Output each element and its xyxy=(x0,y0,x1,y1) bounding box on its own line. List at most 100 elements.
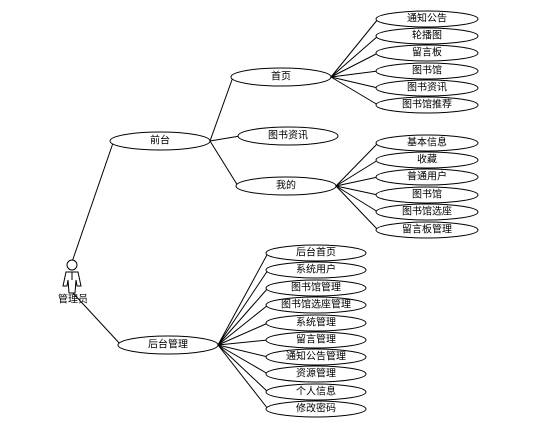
usecase-backend-2: 图书馆管理 xyxy=(265,279,367,297)
nodes-layer: 前台后台管理首页图书资讯我的通知公告轮播图留言板图书馆图书资讯图书馆推荐基本信息… xyxy=(109,10,479,418)
usecase-backend-9-label: 修改密码 xyxy=(296,402,336,415)
usecase-home-2: 留言板 xyxy=(375,44,479,62)
edge-frontend-1 xyxy=(209,135,241,142)
edge-home-4 xyxy=(330,76,379,89)
usecase-backend-2-shape xyxy=(265,279,367,297)
usecase-backend-1-label: 系统用户 xyxy=(296,263,336,276)
usecase-mine-1-label: 收藏 xyxy=(417,153,437,166)
usecase-backend-label: 后台管理 xyxy=(148,338,188,351)
edge-home-1 xyxy=(330,35,379,78)
usecase-mine-5-shape xyxy=(375,221,479,239)
usecase-backend-3-label: 图书馆选座管理 xyxy=(281,298,351,311)
usecase-mine-3: 图书馆 xyxy=(375,186,479,204)
usecase-backend-5-shape xyxy=(265,331,367,349)
usecase-home-0-shape xyxy=(375,10,479,28)
usecase-mine-0: 基本信息 xyxy=(375,134,479,152)
usecase-frontend: 前台 xyxy=(109,131,211,151)
usecase-backend-7-label: 资源管理 xyxy=(296,367,336,380)
edge-frontend-0 xyxy=(209,76,234,142)
edge-backend-3 xyxy=(217,304,269,346)
usecase-frontend-1-label: 图书资讯 xyxy=(268,130,308,142)
edge-home-3 xyxy=(330,70,379,78)
usecase-mine-1-shape xyxy=(375,151,479,169)
usecase-backend-1: 系统用户 xyxy=(265,261,367,279)
usecase-backend-3: 图书馆选座管理 xyxy=(265,296,367,314)
usecase-frontend-0: 首页 xyxy=(230,67,332,87)
edge-backend-7 xyxy=(217,344,269,375)
usecase-home-2-shape xyxy=(375,44,479,62)
usecase-mine-2-shape xyxy=(375,168,479,186)
usecase-backend-6-label: 通知公告管理 xyxy=(286,350,346,363)
usecase-backend: 后台管理 xyxy=(117,335,219,355)
usecase-frontend-1: 图书资讯 xyxy=(237,126,339,146)
usecase-backend-6-shape xyxy=(265,348,367,366)
edge-backend-5 xyxy=(217,339,269,346)
usecase-backend-4: 系统管理 xyxy=(265,314,367,332)
edge-backend-6 xyxy=(217,344,269,358)
usecase-backend-9: 修改密码 xyxy=(265,400,367,418)
usecase-frontend-2-label: 我的 xyxy=(276,179,296,192)
usecase-backend-5-label: 留言管理 xyxy=(296,333,336,346)
usecase-backend-7: 资源管理 xyxy=(265,365,367,383)
usecase-mine-4-label: 图书馆选座 xyxy=(402,205,452,218)
usecase-home-4: 图书资讯 xyxy=(375,79,479,97)
actor-figure: 管理员 xyxy=(58,259,88,306)
usecase-frontend-1-shape xyxy=(237,126,339,146)
usecase-mine-0-label: 基本信息 xyxy=(407,136,447,149)
edge-mine-2 xyxy=(335,176,379,187)
edge-mine-0 xyxy=(335,142,379,187)
usecase-frontend-2: 我的 xyxy=(235,176,337,196)
actor-label: 管理员 xyxy=(58,293,88,306)
usecase-mine-5: 留言板管理 xyxy=(375,221,479,239)
usecase-mine-2: 普通用户 xyxy=(375,168,479,186)
edge-actor-frontend xyxy=(71,142,114,263)
edge-actor-backend xyxy=(71,291,122,346)
usecase-backend-7-shape xyxy=(265,365,367,383)
edge-backend-1 xyxy=(217,269,269,346)
usecase-home-0: 通知公告 xyxy=(375,10,479,28)
usecase-home-1-label: 轮播图 xyxy=(412,29,442,42)
usecase-backend-9-shape xyxy=(265,400,367,418)
usecase-home-3-label: 图书馆 xyxy=(412,64,442,77)
usecase-home-5-label: 图书馆推荐 xyxy=(402,98,452,111)
edge-backend-4 xyxy=(217,322,269,346)
usecase-backend-4-shape xyxy=(265,314,367,332)
usecase-backend-8-shape xyxy=(265,383,367,401)
edge-mine-4 xyxy=(335,185,379,213)
edge-backend-2 xyxy=(217,287,269,346)
usecase-home-1-shape xyxy=(375,27,479,45)
usecase-frontend-shape xyxy=(109,131,211,151)
usecase-home-3-shape xyxy=(375,62,479,80)
edge-backend-9 xyxy=(217,344,269,410)
usecase-backend-shape xyxy=(117,335,219,355)
usecase-backend-8: 个人信息 xyxy=(265,383,367,401)
edge-home-0 xyxy=(330,18,379,78)
edge-mine-3 xyxy=(335,185,379,196)
usecase-frontend-0-shape xyxy=(230,67,332,87)
edge-mine-1 xyxy=(335,159,379,187)
edge-home-5 xyxy=(330,76,379,106)
usecase-home-2-label: 留言板 xyxy=(412,46,442,59)
usecase-home-5: 图书馆推荐 xyxy=(375,96,479,114)
usecase-backend-0: 后台首页 xyxy=(265,244,367,262)
usecase-home-1: 轮播图 xyxy=(375,27,479,45)
usecase-home-5-shape xyxy=(375,96,479,114)
usecase-backend-0-shape xyxy=(265,244,367,262)
usecase-backend-6: 通知公告管理 xyxy=(265,348,367,366)
usecase-backend-0-label: 后台首页 xyxy=(296,246,336,259)
usecase-frontend-2-shape xyxy=(235,176,337,196)
edge-backend-8 xyxy=(217,344,269,393)
usecase-home-4-shape xyxy=(375,79,479,97)
usecase-mine-5-label: 留言板管理 xyxy=(402,223,452,236)
usecase-backend-8-label: 个人信息 xyxy=(296,385,336,398)
edge-home-2 xyxy=(330,52,379,78)
usecase-mine-4: 图书馆选座 xyxy=(375,203,479,221)
person-icon xyxy=(62,259,82,294)
edge-mine-5 xyxy=(335,185,379,231)
usecase-mine-4-shape xyxy=(375,203,479,221)
usecase-frontend-label: 前台 xyxy=(150,134,170,147)
usecase-mine-1: 收藏 xyxy=(375,151,479,169)
usecase-backend-4-label: 系统管理 xyxy=(296,316,336,329)
